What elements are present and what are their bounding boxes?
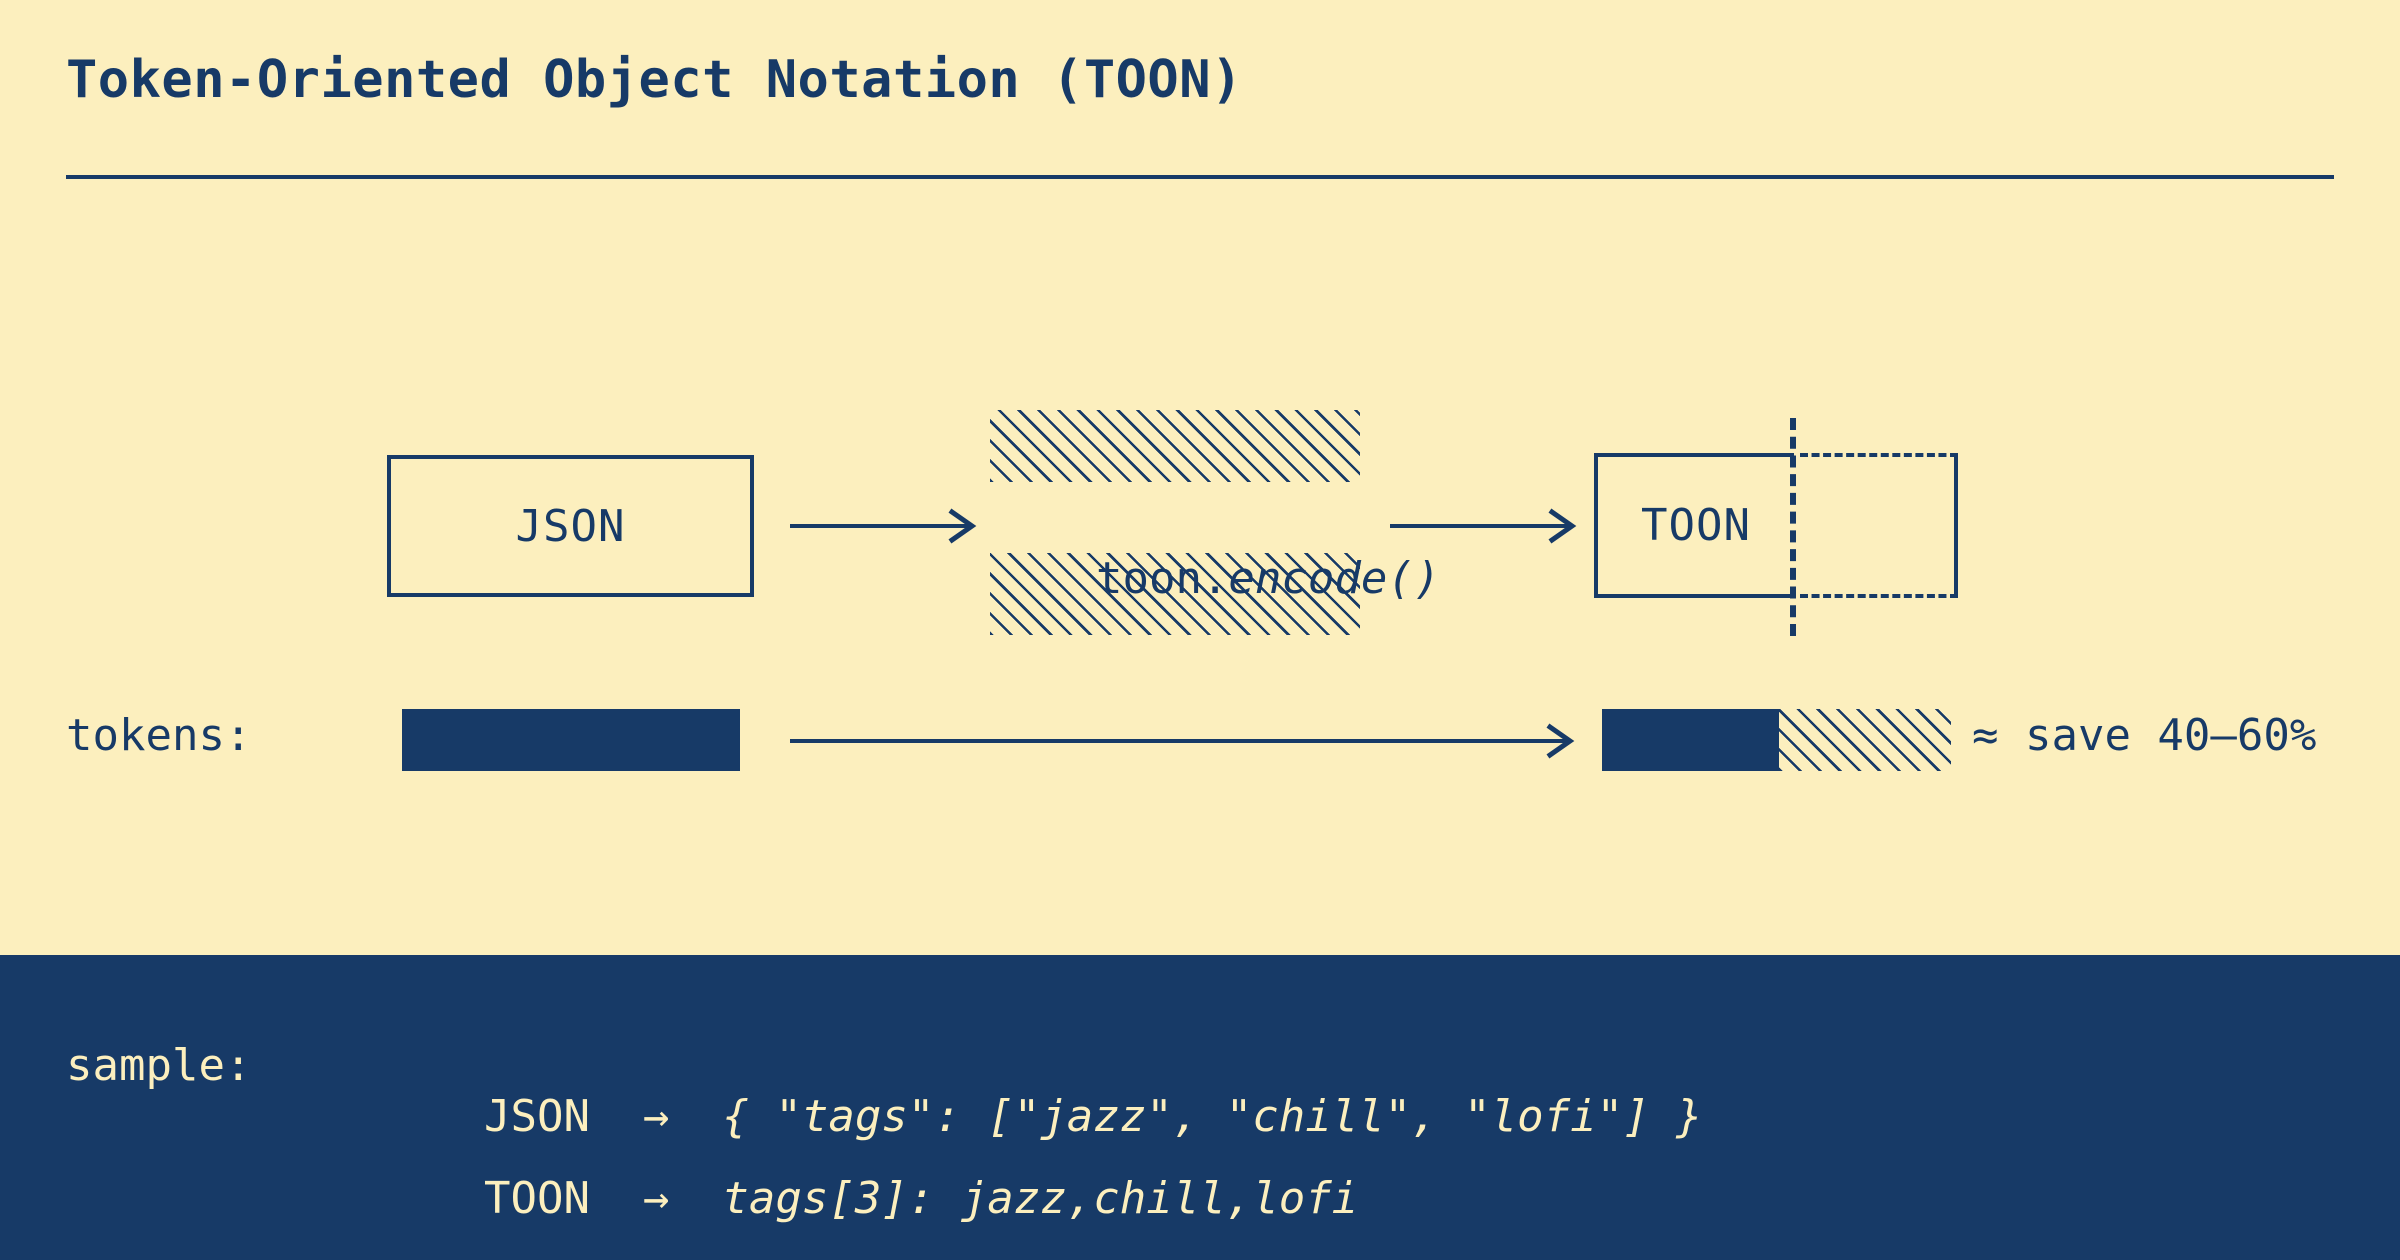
- flow-arrow-1: [790, 506, 980, 546]
- arrow-right-long-icon: [790, 723, 1575, 759]
- toon-target-box-label: TOON: [1641, 500, 1751, 551]
- page-title: Token-Oriented Object Notation (TOON): [66, 50, 1243, 110]
- sample-row-toon: TOON → tags[3]: jazz,chill,lofi: [378, 1122, 1358, 1260]
- tokens-bar-toon-saved: [1779, 709, 1951, 771]
- sample-row-json-code: { "tags": ["jazz", "chill", "lofi"] }: [722, 1091, 1703, 1142]
- flow-arrow-2: [1390, 506, 1580, 546]
- json-source-box: JSON: [387, 455, 754, 597]
- tokens-bar-toon-used: [1602, 709, 1779, 771]
- sample-row-toon-separator: [590, 1173, 643, 1224]
- sample-row-toon-gap: [669, 1173, 722, 1224]
- encoder-label: toon.encode(): [990, 495, 1440, 604]
- toon-target-box-ghost-region: [1800, 453, 1958, 598]
- sample-panel-label: sample:: [66, 1040, 252, 1091]
- tokens-bar-json: [402, 709, 740, 771]
- arrow-right-icon: [1390, 508, 1577, 544]
- arrow-right-icon: [790, 508, 977, 544]
- sample-row-json: JSON → { "tags": ["jazz", "chill", "lofi…: [378, 1040, 1703, 1193]
- savings-annotation: ≈ save 40–60%: [1972, 710, 2317, 761]
- toon-target-box: TOON: [1594, 453, 1794, 598]
- sample-row-toon-code: tags[3]: jazz,chill,lofi: [722, 1173, 1359, 1224]
- tokens-flow-arrow: [790, 721, 1580, 761]
- toon-box-dashed-divider: [1790, 418, 1796, 636]
- sample-row-json-format: JSON: [483, 1091, 590, 1142]
- tokens-row-label: tokens:: [66, 710, 252, 761]
- encoder-hatch-band-bottom: [990, 553, 1360, 635]
- json-source-box-label: JSON: [515, 500, 626, 552]
- arrow-right-glyph-icon: →: [642, 1173, 670, 1224]
- arrow-right-glyph-icon: →: [642, 1091, 670, 1142]
- sample-panel: [0, 955, 2400, 1260]
- sample-row-toon-format: TOON: [483, 1173, 590, 1224]
- encoder-hatch-band-top: [990, 410, 1360, 482]
- title-divider-rule: [66, 175, 2334, 179]
